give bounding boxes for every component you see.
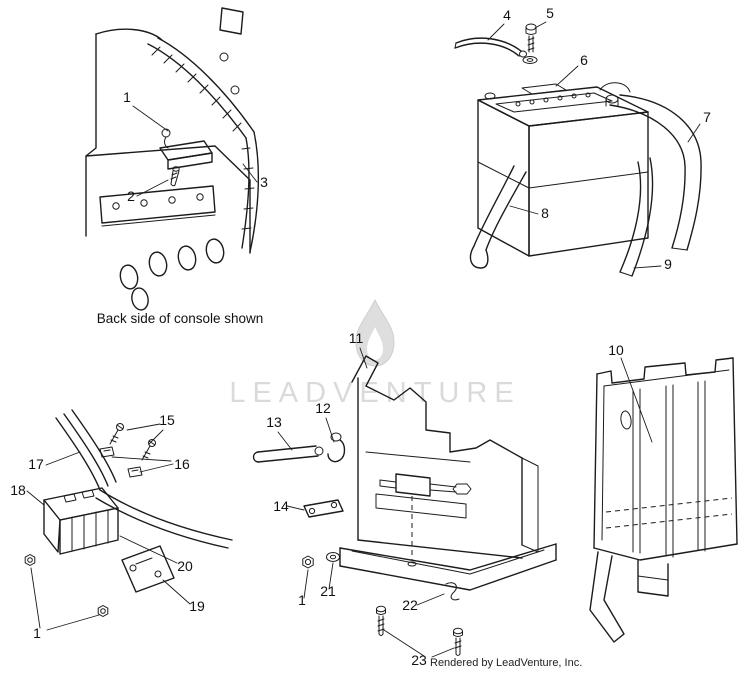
console-bracket-part [159, 128, 213, 170]
bolt-part [522, 23, 538, 64]
washer-part [326, 552, 340, 562]
callout-tray-21: 21 [320, 583, 336, 599]
bolt-part [453, 627, 463, 656]
callout-tray-11: 11 [349, 330, 364, 346]
callout-reg-15: 15 [159, 412, 175, 428]
callout-battery-5: 5 [546, 5, 554, 21]
battery-terminal-left [484, 92, 496, 100]
box-bottom-tab [637, 559, 669, 597]
callout-battery-8: 8 [541, 205, 549, 221]
callout-tray-14: 14 [273, 498, 289, 514]
callout-tray-12: 12 [315, 400, 331, 416]
wiring-harness [55, 409, 233, 549]
screw-part [141, 439, 156, 461]
battery-strap [469, 165, 527, 269]
nut-part [24, 554, 36, 566]
callout-tray-13: 13 [266, 414, 282, 430]
console-screw [170, 166, 180, 187]
callout-tray-22: 22 [402, 597, 418, 613]
screw-part [109, 423, 124, 445]
callout-box-10: 10 [608, 342, 624, 358]
battery-assembly-view: 4 5 6 7 8 9 [454, 5, 711, 277]
tray-slot [375, 493, 467, 519]
regulator-body [43, 487, 119, 555]
callout-reg-18: 18 [10, 482, 26, 498]
leadventure-watermark: LEADVENTURE [229, 298, 520, 409]
clip-part [99, 446, 115, 458]
nut-part [302, 555, 314, 569]
callout-console-3: 3 [260, 174, 268, 190]
callout-battery-4: 4 [503, 7, 511, 23]
loom-ribs [151, 46, 242, 132]
callout-reg-1: 1 [33, 625, 41, 641]
link-plate [303, 499, 344, 518]
battery-box-view: 10 [589, 342, 738, 643]
box-ribs [632, 380, 706, 558]
callout-reg-16: 16 [174, 456, 190, 472]
retainer-clip [445, 582, 460, 601]
mount-bracket [121, 545, 175, 593]
rod-part [252, 445, 324, 463]
callout-reg-20: 20 [177, 558, 193, 574]
regulator-view: 15 16 17 18 20 19 1 [10, 409, 233, 641]
hook-bolt [327, 432, 346, 463]
console-caption: Back side of console shown [97, 311, 264, 326]
callout-battery-9: 9 [664, 256, 672, 272]
console-top-bracket [219, 7, 244, 35]
render-credit: Rendered by LeadVenture, Inc. [430, 657, 582, 669]
nut-part [97, 605, 109, 617]
callout-console-1: 1 [123, 89, 131, 105]
tray-bolt-assembly [379, 473, 472, 567]
box-hole [620, 410, 632, 430]
battery-cable-positive [599, 82, 702, 251]
flame-icon-inner [367, 327, 383, 360]
watermark-text: LEADVENTURE [229, 377, 520, 409]
callout-reg-19: 19 [189, 598, 205, 614]
battery-tray-view: 11 12 13 14 1 21 22 23 [252, 330, 557, 668]
box-foot [589, 551, 625, 643]
console-hole [219, 52, 229, 62]
battery-body [477, 83, 649, 257]
console-assembly-view: 1 2 3 Back side of console shown [85, 7, 268, 326]
callout-battery-7: 7 [703, 109, 711, 125]
callout-reg-17: 17 [28, 456, 44, 472]
callout-console-2: 2 [127, 188, 135, 204]
tray-top-tab [351, 355, 379, 387]
console-screw-plate [99, 185, 216, 227]
vent-cap [521, 83, 567, 95]
callout-tray-1: 1 [298, 592, 306, 608]
console-hole [230, 85, 240, 95]
callout-tray-23: 23 [411, 652, 427, 668]
cable-clamp [161, 128, 171, 138]
console-oval-holes [119, 238, 225, 311]
clip-part [127, 466, 143, 478]
battery-cable-negative [619, 157, 654, 277]
wire-part [454, 37, 527, 58]
bolt-part [376, 605, 386, 636]
loom-ribs-lower [241, 147, 255, 230]
callout-battery-6: 6 [580, 52, 588, 68]
